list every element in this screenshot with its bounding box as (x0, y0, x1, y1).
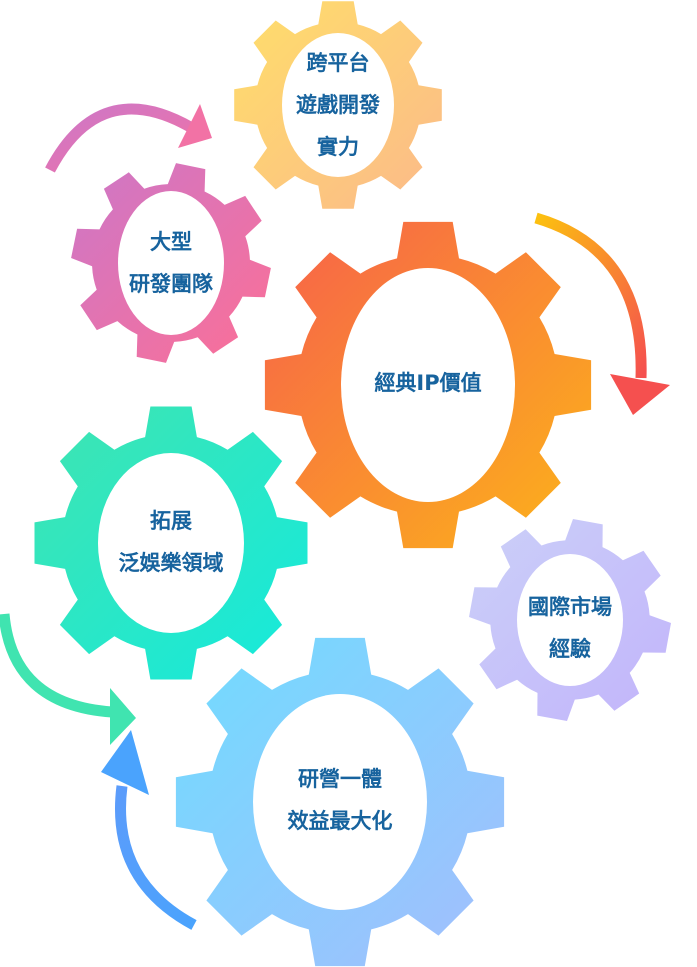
arrow-blue (115, 785, 197, 930)
gear-hole-efficiency (253, 694, 427, 910)
gear-label-ip: 經典IP價值 (374, 371, 482, 395)
arrowhead-pink-icon (178, 104, 212, 148)
gear-hole-entertainment (98, 453, 244, 633)
arrow-pink (45, 103, 195, 173)
gear-hole-team (118, 191, 224, 335)
gear-hole-international (517, 554, 623, 686)
arrowhead-orange-icon (610, 374, 670, 415)
arrowhead-blue-icon (101, 730, 149, 795)
gear-hole-ip (341, 268, 515, 502)
gear-label-team: 大型研發團隊 (129, 230, 213, 296)
gear-label-entertainment: 拓展泛娛樂領域 (118, 509, 224, 575)
arrow-green (0, 613, 113, 718)
gear-label-cross-platform: 跨平台遊戲開發實力 (296, 51, 380, 159)
gear-label-efficiency: 研營一體效益最大化 (287, 767, 393, 833)
gear-hole-cross-platform (282, 33, 394, 177)
arrowhead-green-icon (110, 688, 136, 745)
arrow-orange (534, 212, 647, 379)
gear-label-international: 國際市場經驗 (528, 595, 612, 661)
